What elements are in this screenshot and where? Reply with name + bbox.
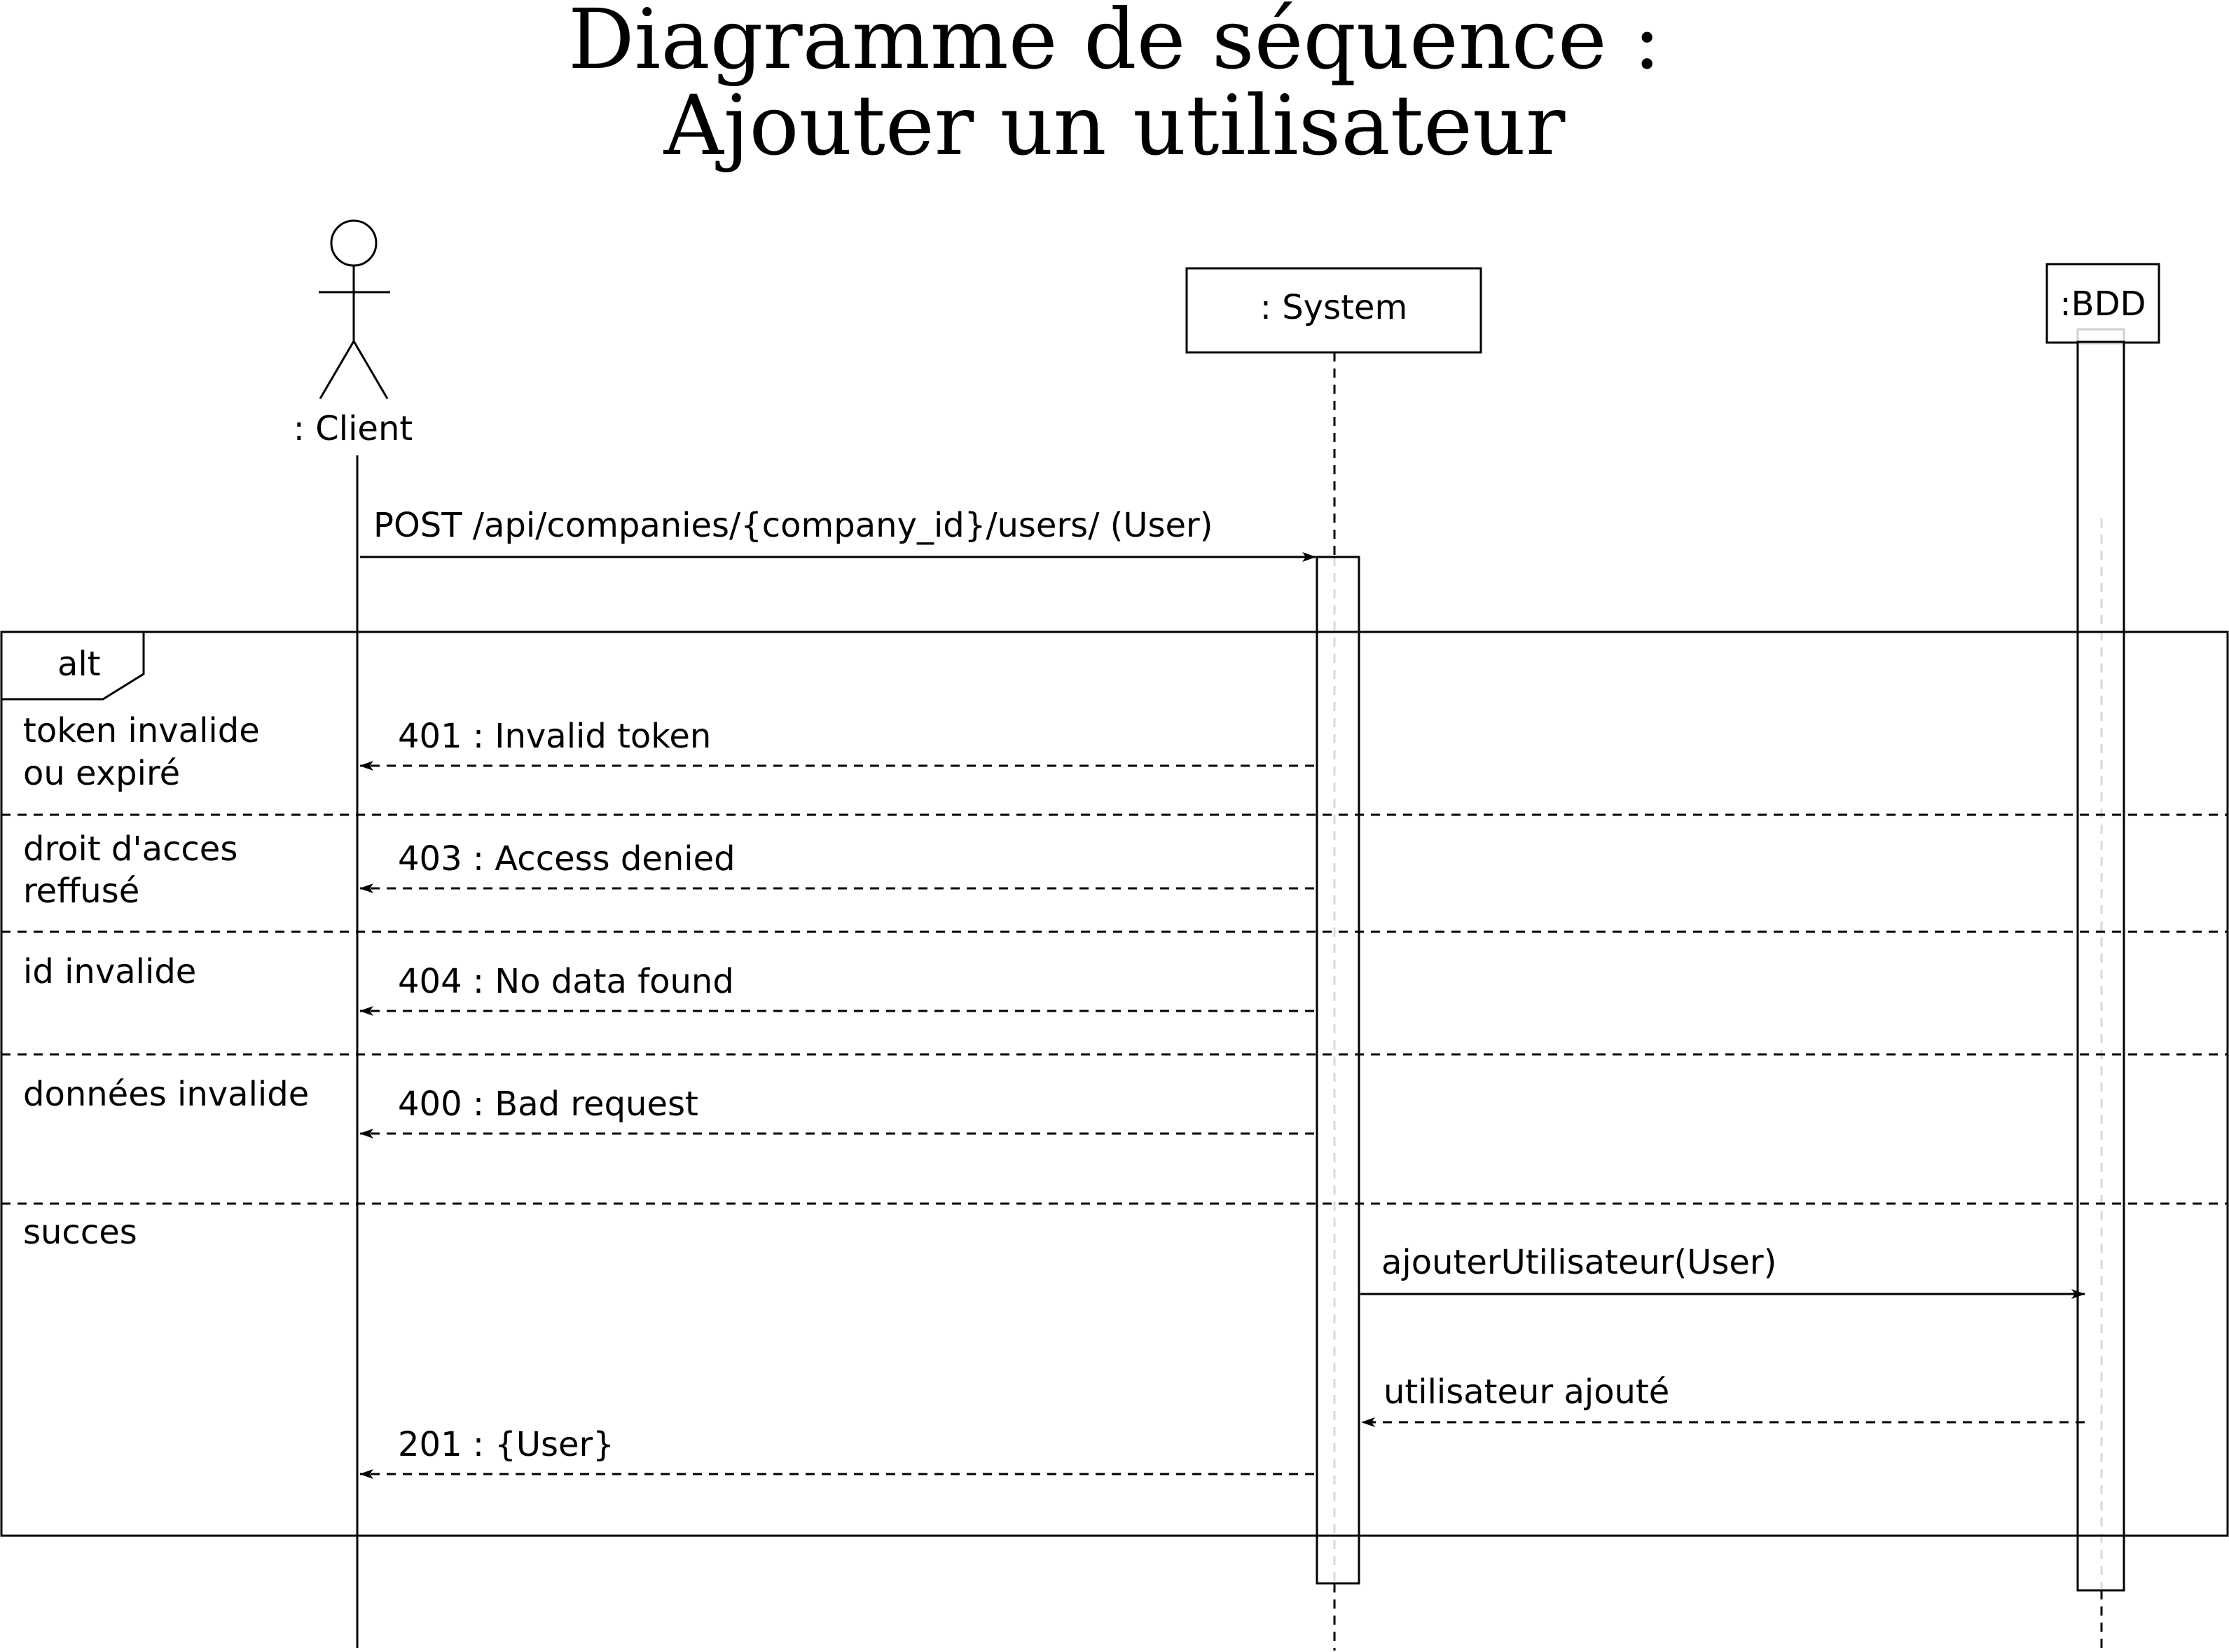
alt-operator-tab [1, 632, 145, 701]
diagram-title-line-2: Ajouter un utilisateur [663, 77, 1566, 174]
message-request-label: POST /api/companies/{company_id}/users/ … [373, 506, 1213, 545]
lifeline-system-label: : System [1260, 288, 1407, 327]
guard-invalid-data: données invalide [23, 1075, 309, 1114]
lifeline-client-label: : Client [294, 409, 413, 448]
guard-success: succes [23, 1213, 137, 1252]
activation-system [1316, 556, 1360, 1585]
guard-access-denied-line-2: reffusé [23, 872, 139, 911]
diagram-title-line-1: Diagramme de séquence : [568, 0, 1661, 88]
message-400-label: 400 : Bad request [398, 1085, 698, 1124]
message-401-label: 401 : Invalid token [398, 717, 711, 756]
message-403-label: 403 : Access denied [398, 839, 736, 879]
actor-client-icon [319, 219, 390, 399]
lifeline-bdd-label: :BDD [2059, 284, 2146, 324]
guard-token-invalid-line-1: token invalide [23, 711, 260, 750]
alt-fragment [0, 631, 2229, 1537]
message-add-user-label: ajouterUtilisateur(User) [1381, 1243, 1776, 1282]
alt-operator-label: alt [57, 645, 101, 684]
guard-token-invalid-line-2: ou expiré [23, 754, 180, 793]
message-201-label: 201 : {User} [398, 1425, 614, 1464]
activation-bdd [2076, 340, 2125, 1592]
message-user-added-label: utilisateur ajouté [1383, 1372, 1669, 1412]
guard-invalid-id: id invalide [23, 952, 196, 991]
lifeline-system-box [1185, 267, 1482, 354]
message-404-label: 404 : No data found [398, 962, 734, 1001]
guard-access-denied-line-1: droit d'acces [23, 830, 237, 869]
